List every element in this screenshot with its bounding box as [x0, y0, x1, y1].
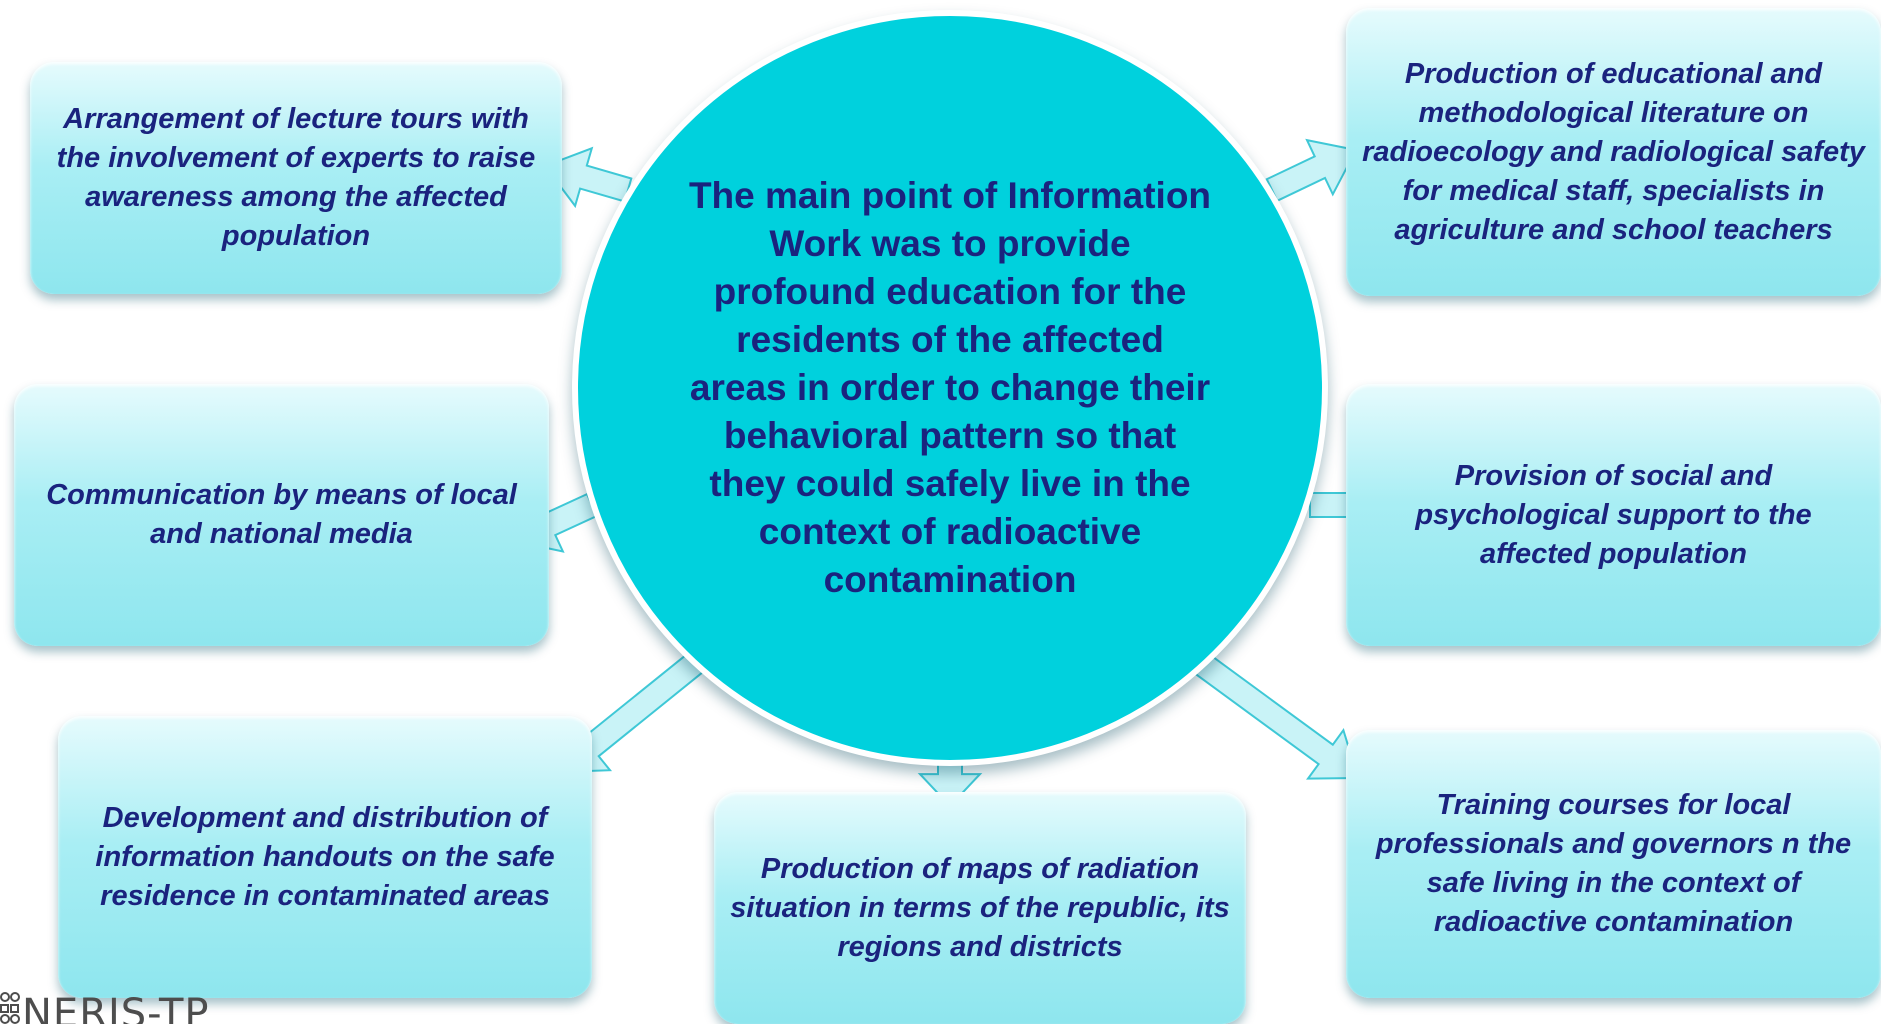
- main-point-circle: The main point of Information Work was t…: [572, 10, 1328, 766]
- lecture-tours-box: Arrangement of lecture tours with the in…: [30, 62, 562, 294]
- support-text: Provision of social and psychological su…: [1415, 459, 1812, 570]
- media-box: Communication by means of local and nati…: [14, 384, 549, 646]
- arrow-to-training: [1181, 643, 1360, 780]
- neris-tp-logo: NERIS-TP: [0, 990, 210, 1024]
- lecture-tours-text: Arrangement of lecture tours with the in…: [56, 103, 536, 252]
- maps-text: Production of maps of radiation situatio…: [730, 852, 1230, 963]
- training-box: Training courses for local professionals…: [1346, 730, 1881, 998]
- literature-box: Production of educational and methodolog…: [1346, 8, 1881, 296]
- support-box: Provision of social and psychological su…: [1346, 384, 1881, 646]
- handouts-box: Development and distribution of informat…: [58, 716, 592, 998]
- media-text: Communication by means of local and nati…: [46, 479, 517, 550]
- maps-box: Production of maps of radiation situatio…: [714, 792, 1246, 1024]
- logo-text: NERIS-TP: [22, 991, 210, 1024]
- handouts-text: Development and distribution of informat…: [95, 801, 555, 912]
- arrow-to-literature: [1265, 138, 1358, 203]
- training-text: Training courses for local professionals…: [1375, 789, 1852, 938]
- main-point-text: The main point of Information Work was t…: [688, 175, 1212, 600]
- literature-text: Production of educational and methodolog…: [1362, 57, 1865, 246]
- neris-logo-icon: [0, 992, 20, 1024]
